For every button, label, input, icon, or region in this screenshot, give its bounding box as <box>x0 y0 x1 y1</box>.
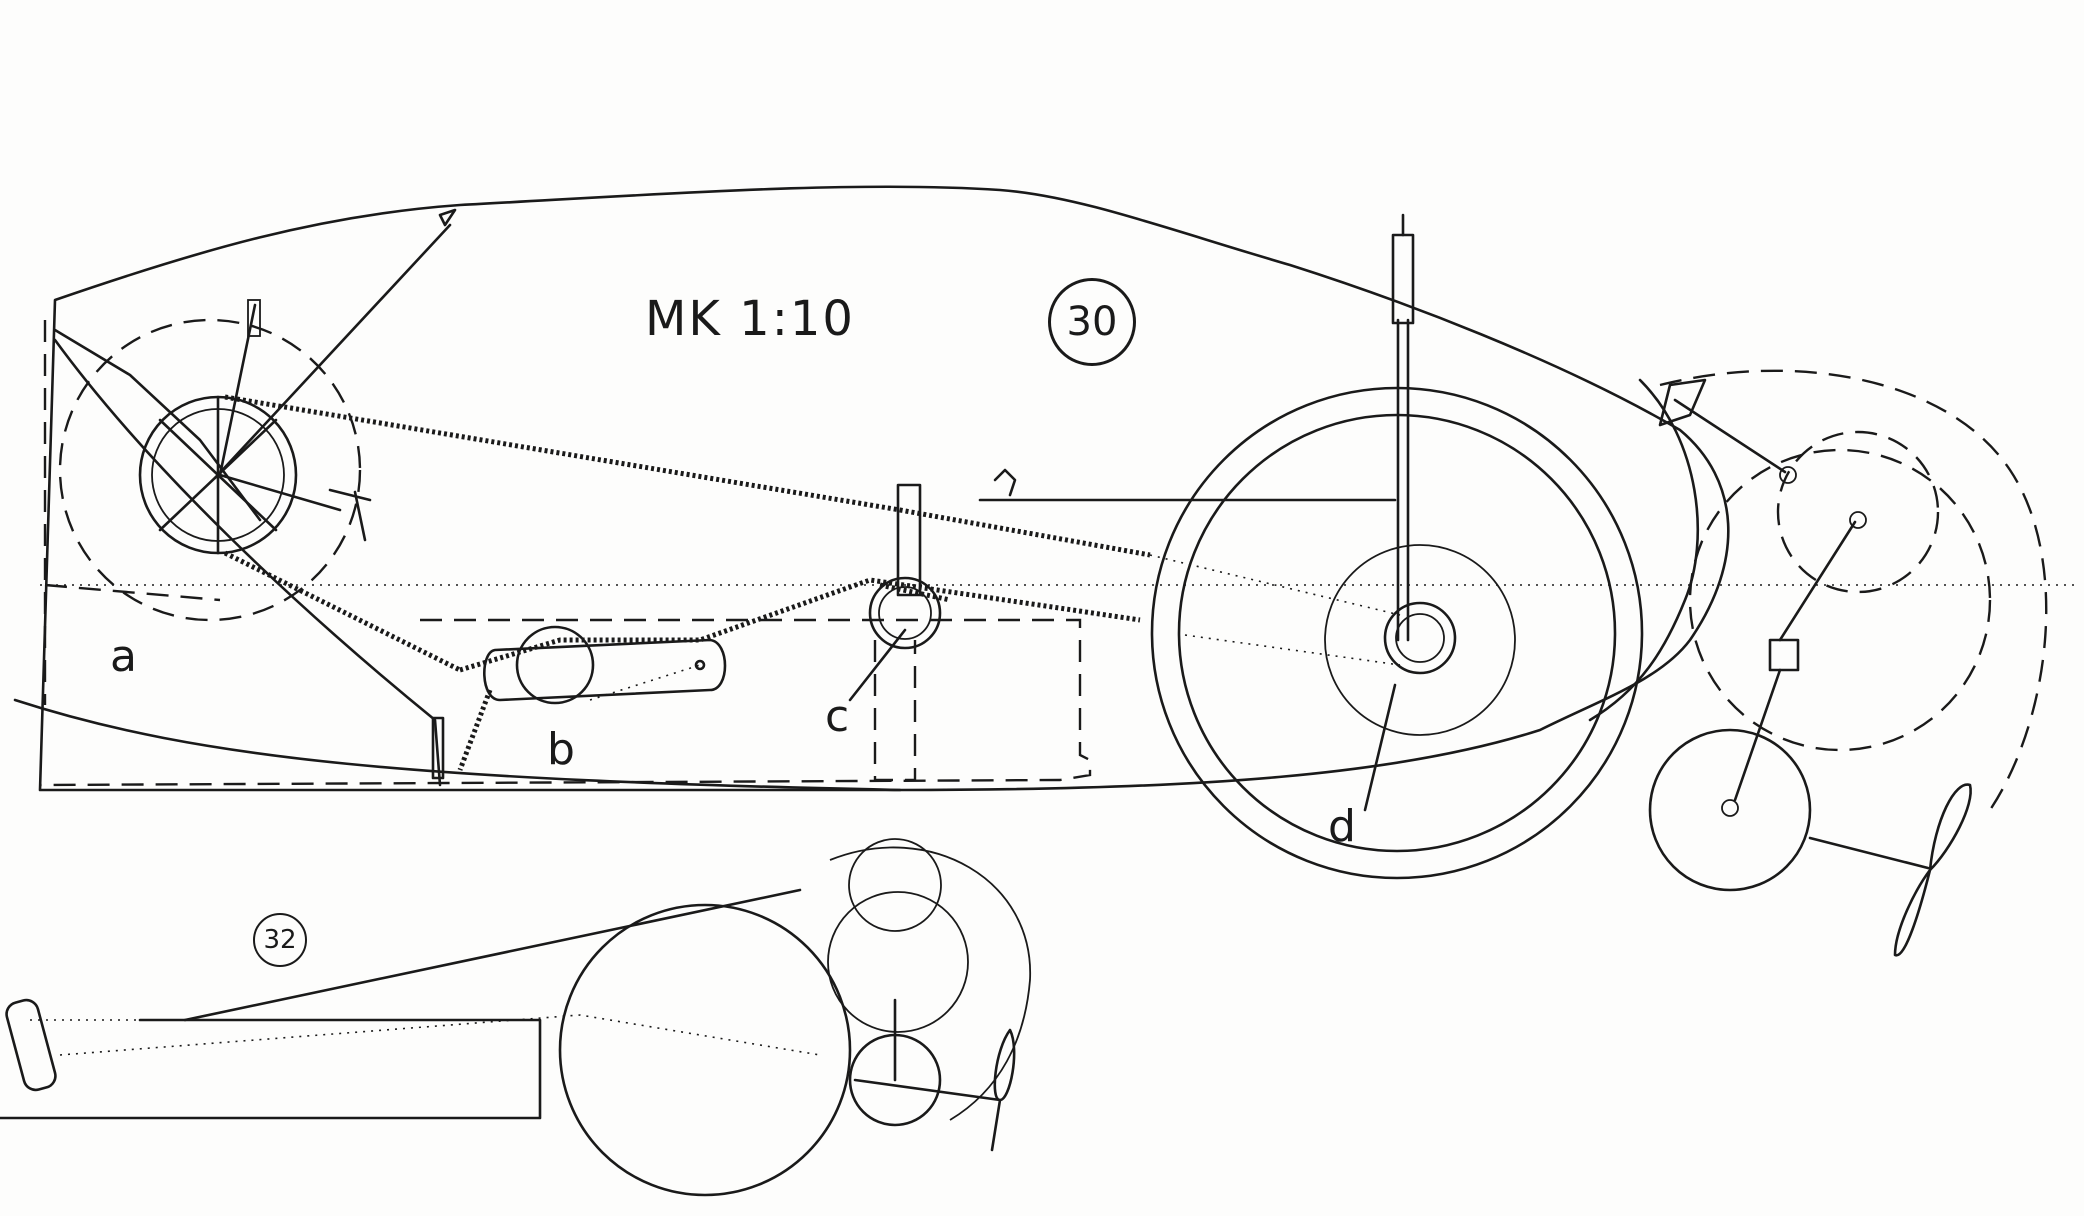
chain-lower <box>223 550 462 673</box>
label-c: c <box>825 691 850 742</box>
rear-disk <box>1648 728 1812 892</box>
paddle-housing <box>1588 378 1700 722</box>
sprocket-d <box>1383 601 1457 675</box>
deck-fitting <box>993 468 1017 497</box>
rear-rod-2 <box>1778 520 1857 642</box>
sprocket-c-post <box>896 483 922 597</box>
sprocket-c-leader <box>848 628 907 702</box>
frame-strut-1 <box>53 338 442 787</box>
rear-dashed-circle-1 <box>1776 430 1940 594</box>
internal-frame-dashed <box>39 320 1092 787</box>
rear-joint-2 <box>1849 511 1867 529</box>
fig32-chain <box>30 1014 821 1056</box>
rear-joint-1 <box>1779 466 1797 484</box>
hub-dotted-1 <box>1149 554 1401 616</box>
fig32-propeller <box>990 1028 1016 1152</box>
sprocket-c-inner <box>878 586 932 640</box>
fig32-handle <box>5 998 57 1092</box>
fig32-big-wheel <box>558 903 852 1197</box>
tensioner-spring <box>457 689 493 771</box>
mast-top <box>1391 233 1415 325</box>
sprocket-d-inner <box>1395 613 1445 663</box>
hull-side-line <box>13 698 902 792</box>
propeller-blade-1 <box>1928 783 1972 872</box>
label-a: a <box>110 631 137 682</box>
tensioner-pivot <box>694 659 706 671</box>
pedal-lever <box>213 223 452 480</box>
rear-dashed-sweep <box>1659 369 2048 811</box>
rear-fin <box>1658 378 1707 427</box>
frame-post <box>431 716 445 780</box>
fig32-arm <box>183 888 802 1022</box>
wheel-hub-ring <box>1324 544 1516 736</box>
pedal-handle <box>328 488 372 542</box>
fig32-shaft <box>853 1078 1002 1102</box>
chain-upper <box>224 394 1151 558</box>
pedal-arm <box>218 473 342 512</box>
propeller-shaft <box>1808 836 1930 870</box>
pedal-crank <box>218 303 257 477</box>
hull-outline <box>38 185 1730 792</box>
label-d: d <box>1328 801 1356 852</box>
sprocket-a-sweep <box>58 318 362 622</box>
fig32-hull <box>0 1018 542 1120</box>
fig32-arc-3 <box>829 846 1031 1121</box>
rear-block <box>1768 638 1800 672</box>
figure-number-30: 30 <box>1048 278 1136 366</box>
fig32-arc-2 <box>827 891 969 1033</box>
figure-number-32: 32 <box>253 913 307 967</box>
sprocket-b <box>515 625 595 705</box>
pedal-crank-grip <box>247 299 261 337</box>
pedal-lever-top <box>438 208 457 227</box>
sprocket-c <box>868 576 942 650</box>
rear-joint-3 <box>1721 799 1739 817</box>
rear-rod-1 <box>1673 398 1787 474</box>
tensioner-arm <box>483 638 727 702</box>
tensioner-line <box>589 664 701 701</box>
fig32-arc-1 <box>848 838 942 932</box>
sprocket-d-leader <box>1363 683 1397 812</box>
rear-dashed-circle-2 <box>1688 448 1992 752</box>
compartment-dashed <box>873 640 917 782</box>
label-b: b <box>547 724 575 775</box>
frame-strut-2 <box>53 328 262 522</box>
scale-label: MK 1:10 <box>645 291 855 347</box>
chain-mid <box>459 577 1141 673</box>
hub-dotted-2 <box>1184 634 1401 666</box>
propeller-blade-2 <box>1893 868 1932 957</box>
